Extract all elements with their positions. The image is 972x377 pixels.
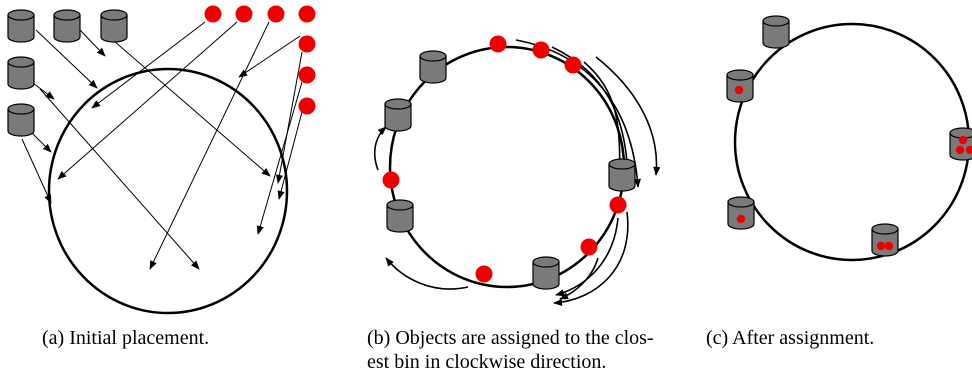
placement-arrow — [57, 21, 238, 180]
placement-arrow — [39, 88, 200, 270]
object-dot — [267, 5, 285, 23]
placement-arrow — [113, 40, 271, 177]
panel-after-assignment — [726, 15, 972, 262]
hash-ring — [733, 22, 971, 262]
hash-ring — [47, 67, 289, 315]
bin-icon — [726, 69, 754, 103]
object-dot — [298, 35, 316, 53]
placement-arrow — [79, 29, 106, 57]
object-dot — [382, 171, 400, 189]
caption-clockwise-assignment: (b) Objects are assigned to the clos- es… — [367, 327, 654, 373]
bin-list — [7, 9, 128, 137]
bin-icon — [762, 15, 790, 49]
stored-object-dot — [958, 135, 968, 145]
bin-icon — [7, 9, 35, 43]
stored-object-dot — [734, 85, 744, 95]
object-dot — [298, 97, 316, 115]
placement-arrow — [32, 82, 55, 100]
object-dot — [298, 5, 316, 23]
object-dot — [580, 238, 598, 256]
stored-object-dot — [884, 241, 894, 251]
stored-object-dot — [876, 241, 886, 251]
clockwise-arc-arrow — [553, 211, 629, 307]
clockwise-arc-arrow — [385, 257, 469, 290]
placement-arrow — [21, 138, 52, 204]
stored-object-dot — [955, 145, 965, 155]
bin-icon — [100, 9, 128, 43]
caption-initial-placement: (a) Initial placement. — [42, 327, 210, 349]
placement-arrow — [277, 111, 303, 200]
object-dot — [298, 66, 316, 84]
object-dot — [475, 265, 493, 283]
bin-icon — [727, 196, 755, 230]
placement-arrow — [256, 81, 303, 235]
panel-initial-placement — [7, 5, 316, 315]
bin-icon — [384, 98, 412, 132]
bin-list — [384, 50, 636, 290]
object-dot — [609, 196, 627, 214]
bin-icon — [7, 56, 35, 90]
bin-icon — [871, 223, 899, 257]
object-dot — [489, 35, 507, 53]
bin-icon — [7, 103, 35, 137]
bin-icon — [949, 127, 972, 161]
bin-icon — [419, 50, 447, 84]
placement-arrows — [21, 21, 303, 270]
bin-icon — [608, 158, 636, 192]
caption-after-assignment: (c) After assignment. — [706, 327, 875, 349]
object-dot — [532, 41, 550, 59]
placement-arrow — [238, 35, 301, 78]
stored-object-dot — [736, 214, 746, 224]
placement-arrow — [149, 21, 270, 270]
clockwise-arc-arrow — [555, 217, 619, 297]
object-dot — [564, 56, 582, 74]
placement-arrow — [31, 132, 52, 153]
object-dot — [204, 5, 222, 23]
stored-object-dot — [965, 145, 972, 155]
object-dot — [235, 5, 253, 23]
clockwise-arc-arrow — [559, 257, 599, 300]
bin-icon — [532, 256, 560, 290]
bin-icon — [386, 199, 414, 233]
placement-arrow — [91, 21, 206, 109]
clockwise-arc-arrow — [595, 56, 661, 176]
object-list — [382, 35, 627, 283]
clockwise-arc-arrow — [373, 126, 387, 171]
object-list — [204, 5, 316, 115]
bin-icon — [53, 9, 81, 43]
placement-arrow — [35, 29, 98, 89]
bin-list — [726, 15, 972, 257]
placement-arrow — [275, 51, 303, 184]
panel-clockwise-assignment — [373, 35, 661, 307]
